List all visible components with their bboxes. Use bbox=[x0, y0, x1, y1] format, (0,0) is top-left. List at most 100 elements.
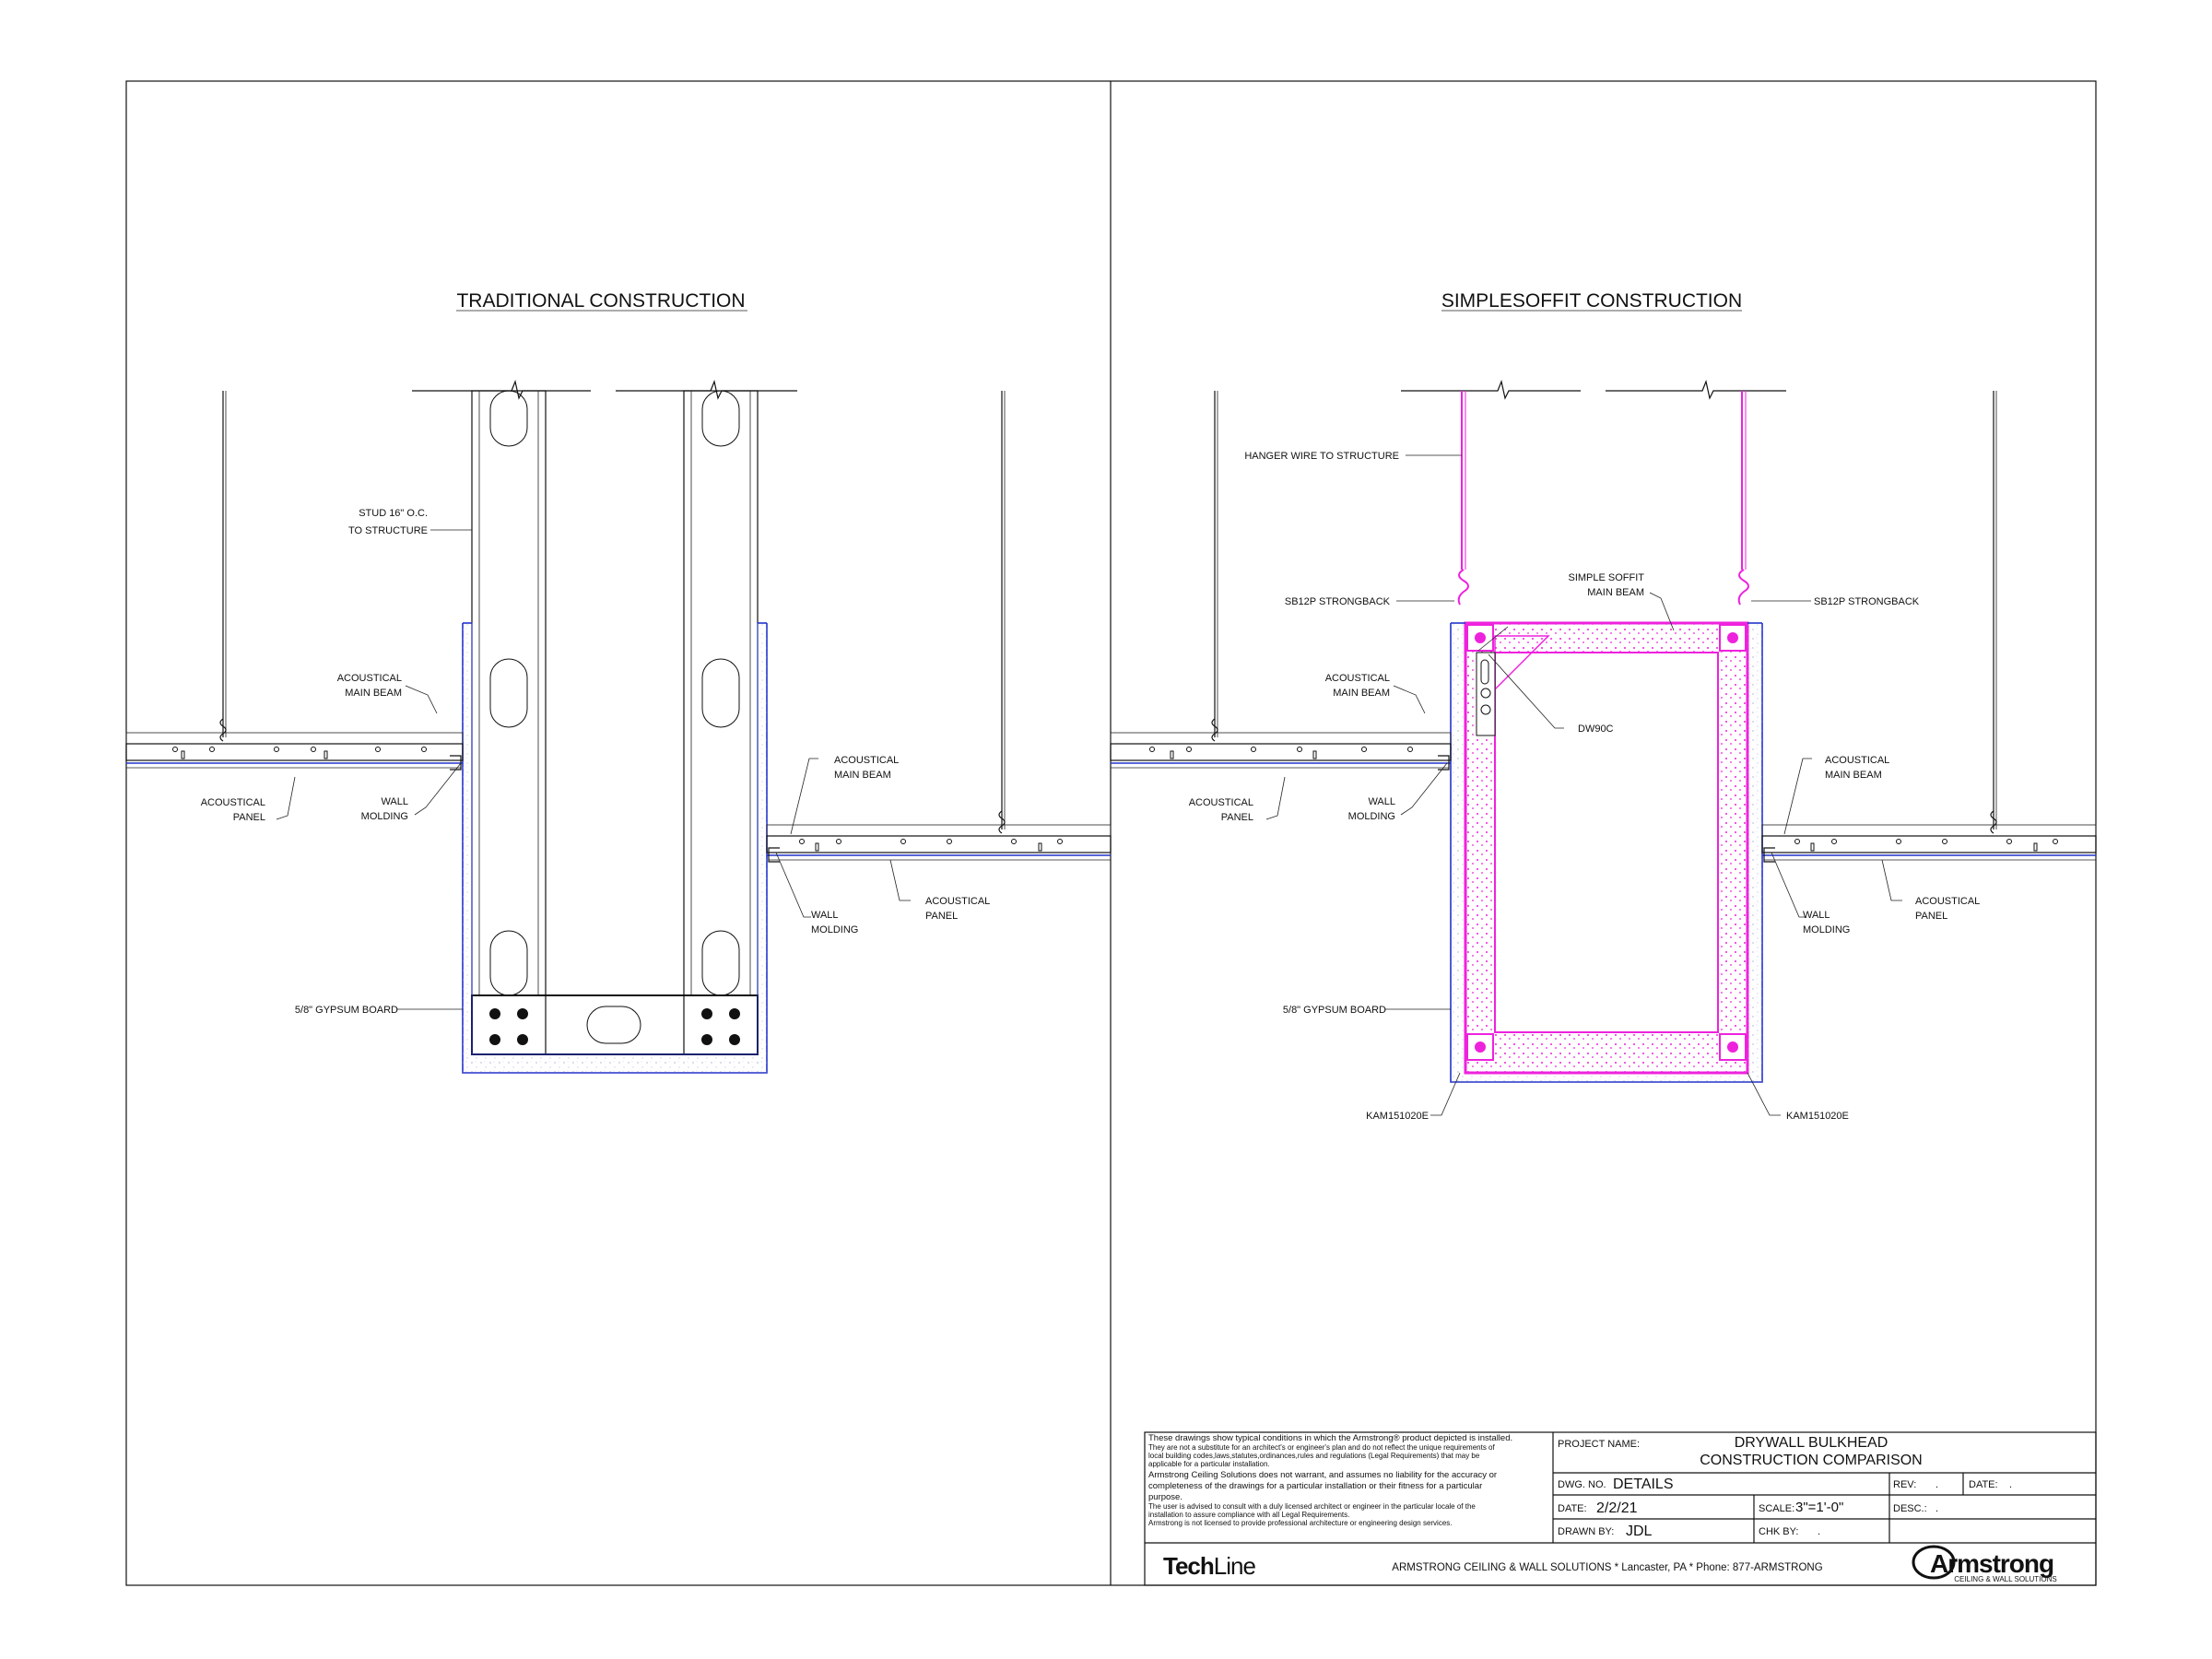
molding-label: MOLDING bbox=[1803, 924, 1850, 935]
main-beam-label: MAIN BEAM bbox=[1333, 688, 1390, 699]
main-beam-label: MAIN BEAM bbox=[1825, 770, 1882, 781]
panel-label: ACOUSTICAL bbox=[201, 797, 265, 808]
panel-label: ACOUSTICAL bbox=[1915, 896, 1980, 907]
disclaimer-text: Armstrong is not licensed to provide pro… bbox=[1148, 1519, 1453, 1527]
molding-label: WALL bbox=[381, 796, 408, 807]
soffit-frame-top bbox=[1465, 623, 1747, 653]
main-beam-label: MAIN BEAM bbox=[834, 770, 891, 781]
stud-knockout bbox=[489, 390, 528, 447]
armstrong-logo: Armstrong CEILING & WALL SOLUTIONS bbox=[1912, 1545, 2057, 1583]
chk-label: CHK BY: bbox=[1759, 1526, 1798, 1537]
strongback-label: SB12P STRONGBACK bbox=[1814, 596, 1920, 607]
gypsum-label: 5/8" GYPSUM BOARD bbox=[1283, 1005, 1386, 1016]
soffit-frame-bottom bbox=[1465, 1032, 1747, 1073]
beam-holes bbox=[1794, 839, 2058, 852]
project-line: DRYWALL BULKHEAD bbox=[1735, 1435, 1888, 1451]
wire-twist bbox=[998, 810, 1006, 834]
structure-break-line bbox=[1401, 379, 1581, 400]
soffit-frame-inner bbox=[1494, 652, 1719, 1033]
main-beam-web bbox=[1761, 835, 2097, 853]
company-line: ARMSTRONG CEILING & WALL SOLUTIONS * Lan… bbox=[1392, 1562, 1822, 1573]
drawn-label: DRAWN BY: bbox=[1558, 1526, 1614, 1537]
simplesoffit-detail: HANGER WIRE TO STRUCTURE SB12P STRONGBAC… bbox=[1110, 379, 2097, 1122]
stud-knockout bbox=[489, 930, 528, 996]
panel-label: ACOUSTICAL bbox=[1189, 797, 1253, 808]
main-beam-label: ACOUSTICAL bbox=[337, 673, 402, 684]
gypsum-fill bbox=[463, 1054, 767, 1073]
leader-lines bbox=[1265, 454, 1902, 1116]
structure-break-line bbox=[412, 379, 591, 400]
panel-label: PANEL bbox=[1915, 911, 1947, 922]
metal-stud bbox=[683, 390, 759, 1055]
dwg-value: DETAILS bbox=[1613, 1477, 1674, 1492]
disclaimer-text: local building codes,laws,statutes,ordin… bbox=[1148, 1452, 1480, 1460]
project-line: CONSTRUCTION COMPARISON bbox=[1700, 1453, 1922, 1468]
wall-molding bbox=[1438, 755, 1450, 771]
structure-break-line bbox=[1606, 379, 1786, 400]
right-title: SIMPLESOFFIT CONSTRUCTION bbox=[1441, 290, 1742, 312]
gypsum-inner bbox=[471, 623, 759, 1055]
stud-knockout bbox=[701, 390, 740, 447]
date-label: DATE: bbox=[1558, 1503, 1587, 1514]
rev-value: . bbox=[1936, 1479, 1938, 1490]
structure-break-line bbox=[616, 379, 797, 400]
molding-label: WALL bbox=[1803, 910, 1830, 921]
gypsum-fill bbox=[1747, 623, 1762, 1082]
disclaimer-text: applicable for a particular installation… bbox=[1148, 1460, 1270, 1468]
wire-twist bbox=[219, 718, 227, 742]
drawn-value: JDL bbox=[1626, 1524, 1653, 1539]
beam-holes bbox=[1149, 747, 1413, 759]
chk-value: . bbox=[1818, 1526, 1820, 1537]
kam-label: KAM151020E bbox=[1786, 1111, 1849, 1122]
dw90c-label: DW90C bbox=[1578, 724, 1614, 735]
stud-knockout bbox=[701, 658, 740, 728]
kam-label: KAM151020E bbox=[1366, 1111, 1429, 1122]
main-beam-web bbox=[125, 743, 464, 761]
beam-holes bbox=[172, 747, 427, 759]
main-beam-label: ACOUSTICAL bbox=[834, 755, 899, 766]
disclaimer-text: These drawings show typical conditions i… bbox=[1148, 1433, 1512, 1443]
disclaimer-text: They are not a substitute for an archite… bbox=[1148, 1443, 1496, 1452]
stud-knockout bbox=[701, 930, 740, 996]
wire-twist bbox=[1457, 569, 1469, 606]
main-beam-web bbox=[1110, 743, 1452, 761]
disclaimer-text: The user is advised to consult with a du… bbox=[1148, 1502, 1476, 1511]
beam-holes bbox=[799, 839, 1063, 852]
desc-value: . bbox=[1936, 1503, 1938, 1514]
stud-label: STUD 16" O.C. bbox=[359, 508, 428, 519]
wire-twist bbox=[1990, 810, 1997, 834]
molding-label: WALL bbox=[1368, 796, 1395, 807]
track-screws bbox=[489, 1008, 740, 1045]
wall-molding bbox=[1763, 847, 1775, 863]
main-beam-bulb bbox=[125, 732, 464, 745]
disclaimer-text: installation to assure compliance with a… bbox=[1148, 1511, 1349, 1519]
gypsum-fill bbox=[1451, 1073, 1762, 1082]
disclaimer-text: Armstrong Ceiling Solutions does not war… bbox=[1148, 1470, 1497, 1480]
bottom-track bbox=[471, 994, 759, 1055]
main-beam-label: ACOUSTICAL bbox=[1325, 673, 1390, 684]
gypsum-outer bbox=[462, 623, 768, 1074]
title-block: These drawings show typical conditions i… bbox=[1144, 1431, 2097, 1586]
brand-name: Armstrong bbox=[1930, 1549, 2053, 1578]
project-label: PROJECT NAME: bbox=[1558, 1439, 1640, 1450]
main-beam-bulb bbox=[766, 824, 1112, 837]
techline-logo-part: Line bbox=[1214, 1552, 1256, 1580]
panel-label: PANEL bbox=[1221, 812, 1253, 823]
molding-label: MOLDING bbox=[811, 924, 858, 935]
panel-label: PANEL bbox=[233, 812, 265, 823]
soffit-beam-label: SIMPLE SOFFIT bbox=[1568, 572, 1644, 583]
wire-twist bbox=[1211, 718, 1218, 742]
main-beam-bulb bbox=[1761, 824, 2097, 837]
main-beam-label: MAIN BEAM bbox=[345, 688, 402, 699]
left-title: TRADITIONAL CONSTRUCTION bbox=[456, 290, 745, 312]
molding-label: WALL bbox=[811, 910, 839, 921]
main-beam-web bbox=[766, 835, 1112, 853]
wall-molding bbox=[768, 847, 780, 863]
techline-logo: TechLine bbox=[1163, 1552, 1255, 1580]
soffit-frame-side bbox=[1718, 623, 1747, 1073]
scale-value: 3"=1'-0" bbox=[1795, 1500, 1843, 1515]
stud-knockout bbox=[489, 658, 528, 728]
techline-logo-part: Tech bbox=[1163, 1552, 1214, 1580]
metal-stud bbox=[471, 390, 547, 1055]
